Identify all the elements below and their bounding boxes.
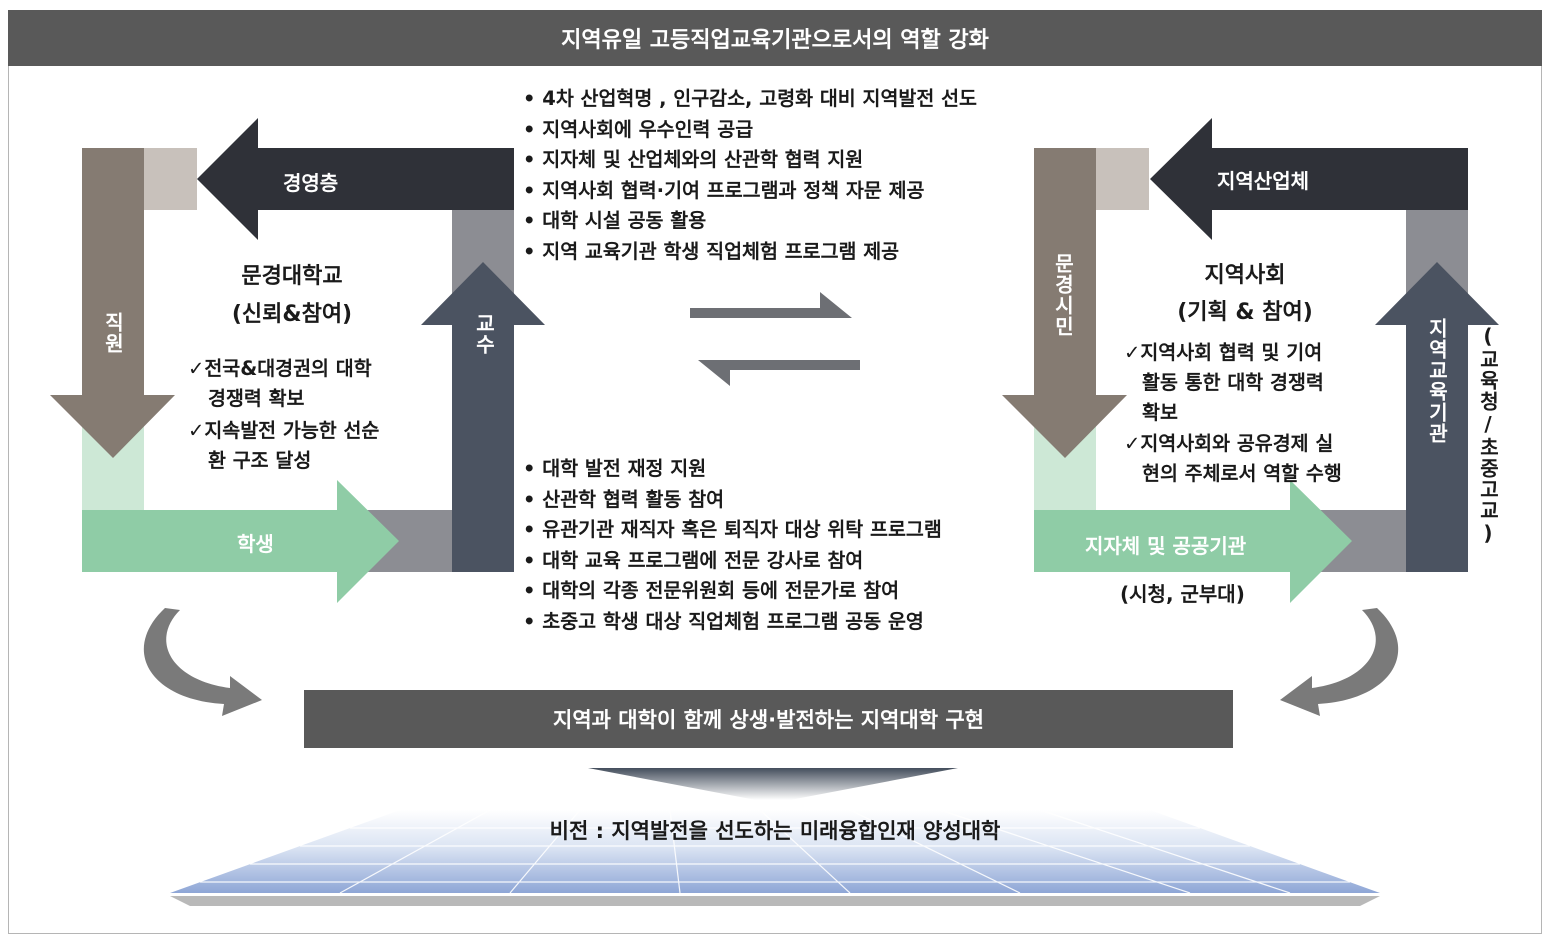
right-cycle-shapes <box>1002 118 1499 603</box>
vision-platform <box>170 809 1380 906</box>
right-arrow-right-label: 지역교육기관 <box>1425 318 1449 444</box>
lower-bullet: • 산관학 협력 활동 참여 <box>523 487 725 511</box>
left-arrow-right <box>421 262 545 572</box>
top-banner: 지역유일 고등직업교육기관으로서의 역할 강화 <box>8 10 1542 66</box>
left-point-1: ✓전국&대경권의 대학 <box>188 357 372 380</box>
bottom-banner: 지역과 대학이 함께 상생·발전하는 지역대학 구현 <box>304 690 1233 748</box>
upper-bullet-list: • 4차 산업혁명 , 인구감소, 고령화 대비 지역발전 선도 • 지역사회에… <box>523 84 977 267</box>
right-arrow-right <box>1375 262 1499 572</box>
right-arrow-top-label: 지역산업체 <box>1217 169 1309 193</box>
right-point-1: ✓지역사회 협력 및 기여 <box>1124 341 1323 364</box>
right-point-2-cont: 현의 주체로서 역할 수행 <box>1142 462 1342 485</box>
upper-bullet: • 4차 산업혁명 , 인구감소, 고령화 대비 지역발전 선도 <box>523 87 977 110</box>
lower-bullet-list: • 대학 발전 재정 지원 • 산관학 협력 활동 참여 • 유관기관 재직자 … <box>523 454 942 637</box>
right-arrow-bottom-note: (시청, 군부대) <box>1120 582 1245 606</box>
right-point-1-cont: 활동 통한 대학 경쟁력 <box>1142 371 1324 394</box>
left-point-1-cont: 경쟁력 확보 <box>208 387 305 410</box>
left-arrow-bottom <box>82 480 399 603</box>
upper-bullet: • 대학 시설 공동 활용 <box>523 209 707 232</box>
right-point-1-cont2: 확보 <box>1142 401 1178 424</box>
vision-statement: 비전 : 지역발전을 선도하는 미래융합인재 양성대학 <box>549 819 1001 843</box>
lower-bullet: • 유관기관 재직자 혹은 퇴직자 대상 위탁 프로그램 <box>523 518 942 541</box>
left-point-2-cont: 환 구조 달성 <box>208 449 312 472</box>
left-cycle-subtitle: (신뢰&참여) <box>231 302 353 327</box>
curved-arrow-right-icon <box>1280 608 1399 716</box>
right-arrow-left-label: 문경시민 <box>1051 253 1075 337</box>
left-arrow-right-label: 교수 <box>472 313 496 355</box>
left-point-2: ✓지속발전 가능한 선순 <box>188 419 380 442</box>
lower-bullet: • 대학의 각종 전문위원회 등에 전문가로 참여 <box>523 579 900 602</box>
left-arrow-left <box>50 148 175 458</box>
right-cycle-title: 지역사회 <box>1204 263 1286 288</box>
left-arrow-top <box>197 118 514 240</box>
right-arrow-bottom-label: 지자체 및 공공기관 <box>1085 534 1247 558</box>
right-arrow-right-note: (교육청/초중고교) <box>1476 324 1500 546</box>
left-arrow-bottom-label: 학생 <box>237 532 274 556</box>
left-cycle-title: 문경대학교 <box>241 264 343 289</box>
left-arrow-left-label: 직원 <box>101 312 125 354</box>
upper-bullet: • 지역사회 협력·기여 프로그램과 정책 자문 제공 <box>523 178 925 202</box>
exchange-arrows-icon <box>690 292 860 386</box>
left-arrow-top-label: 경영층 <box>283 171 339 195</box>
upper-bullet: • 지역사회에 우수인력 공급 <box>523 117 754 141</box>
curved-arrow-left-icon <box>143 608 262 716</box>
right-point-2: ✓지역사회와 공유경제 실 <box>1124 432 1334 455</box>
upper-bullet: • 지역 교육기관 학생 직업체험 프로그램 제공 <box>523 239 900 263</box>
upper-bullet: • 지자체 및 산업체와의 산관학 협력 지원 <box>523 148 864 171</box>
right-arrow-left <box>1002 148 1127 458</box>
lower-bullet: • 대학 교육 프로그램에 전문 강사로 참여 <box>523 548 864 572</box>
left-cycle-shapes <box>50 118 545 603</box>
lower-bullet: • 대학 발전 재정 지원 <box>523 457 707 480</box>
funnel-shape <box>588 768 958 800</box>
lower-bullet: • 초중고 학생 대상 직업체험 프로그램 공동 운영 <box>523 609 924 633</box>
right-arrow-bottom <box>1034 480 1352 603</box>
right-cycle-subtitle: (기획 & 참여) <box>1177 300 1313 325</box>
right-arrow-top <box>1150 118 1468 240</box>
